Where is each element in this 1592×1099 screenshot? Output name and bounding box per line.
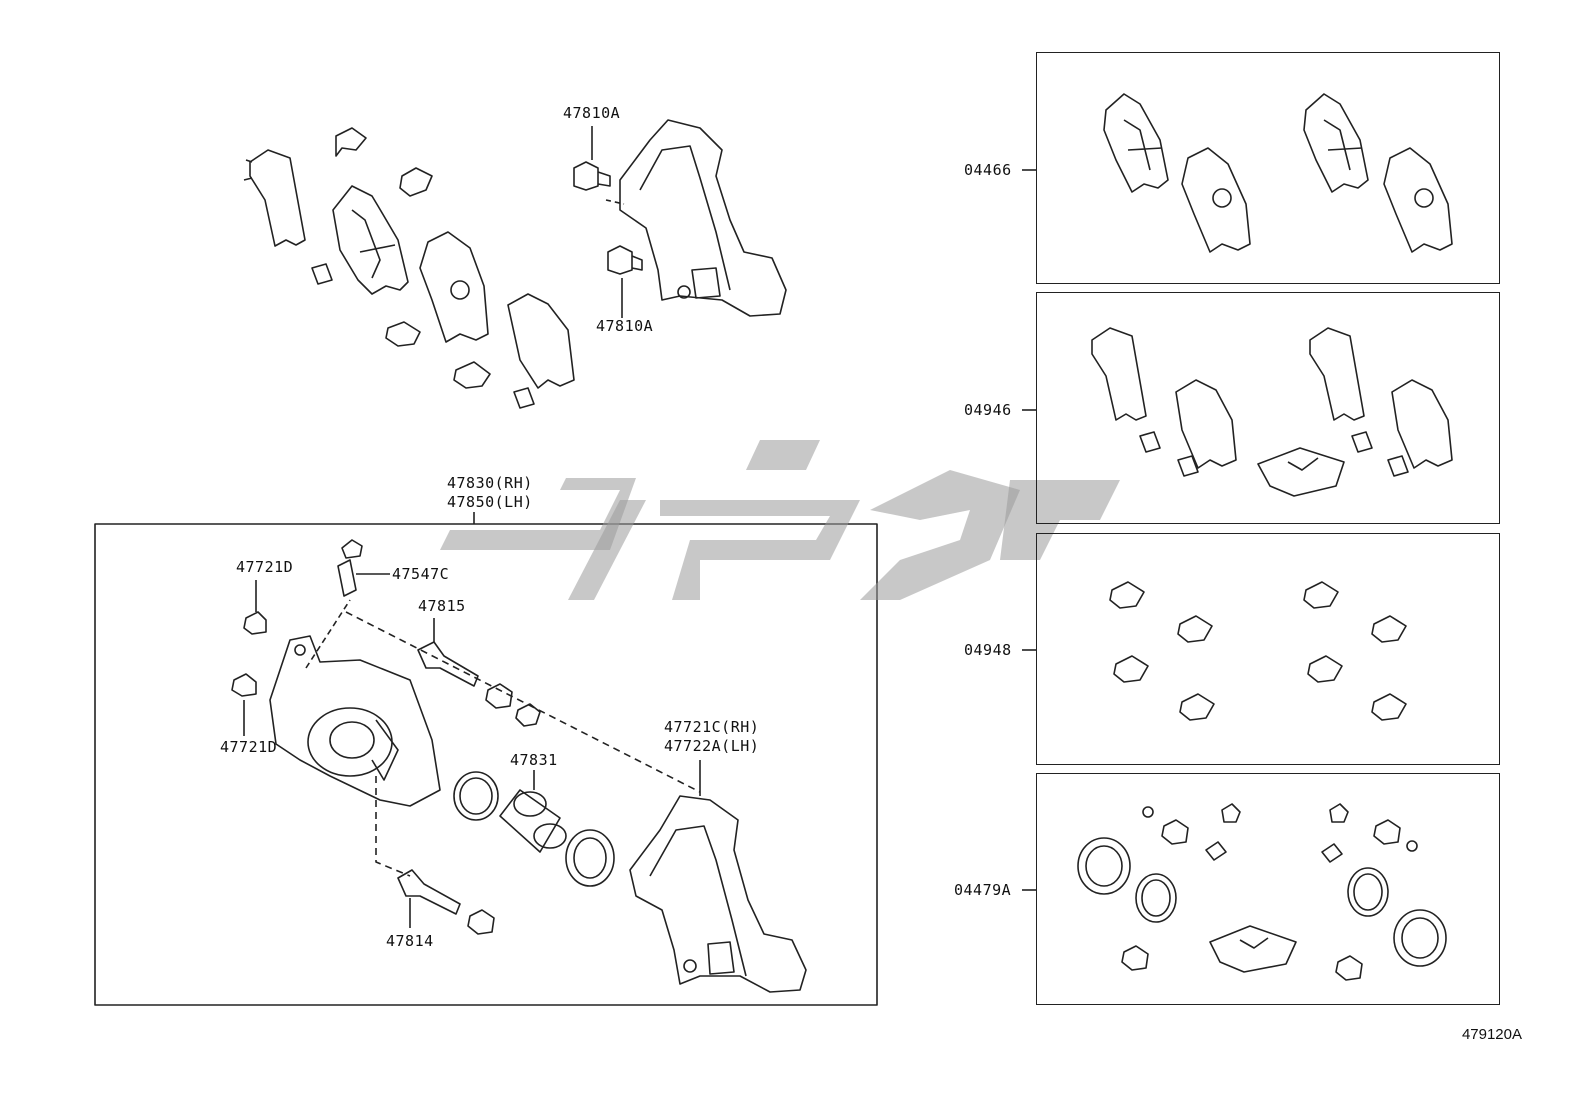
label-pin-lower: 47814 (386, 932, 434, 950)
kit-04466-contents (1103, 93, 1453, 253)
bleeder-plug (337, 539, 390, 597)
pad-spring (513, 387, 535, 409)
kit-box-04479A (1036, 773, 1500, 1005)
caliper-assembly-frame (94, 523, 878, 1006)
pin-bushing (515, 703, 541, 727)
kit-04948-contents (1109, 581, 1407, 721)
figure-number: 479120A (1461, 1026, 1522, 1043)
bleeder-cap (243, 580, 267, 635)
anti-squeal-shim (507, 293, 575, 389)
slide-pin-upper (417, 618, 479, 687)
kit-code-04948: 04948 (964, 641, 1012, 659)
pad-clip (453, 361, 491, 389)
brake-pad (332, 185, 409, 295)
slide-pin-lower (397, 869, 461, 928)
top-mounting-bracket (605, 119, 787, 317)
top-pad-group (243, 127, 575, 409)
kit-code-04946: 04946 (964, 401, 1012, 419)
pin-boot (467, 909, 495, 935)
label-caliper-lh: 47850(LH) (447, 493, 533, 511)
grease-packet (1257, 447, 1345, 497)
pad-backing-plate (419, 231, 489, 343)
label-mount-rh: 47721C(RH) (664, 718, 760, 736)
piston-boot (565, 829, 615, 887)
bleeder-cap (231, 673, 257, 736)
piston (499, 770, 567, 853)
label-bolt-top-2: 47810A (596, 317, 654, 335)
label-caliper-rh: 47830(RH) (447, 474, 533, 492)
lower-mounting-bracket (629, 760, 807, 993)
label-pin-upper: 47815 (418, 597, 466, 615)
kit-code-04466: 04466 (964, 161, 1012, 179)
label-bleeder-cap: 47721D (236, 558, 294, 576)
pad-clip (385, 321, 421, 347)
label-bleeder-cap-2: 47721D (220, 738, 278, 756)
kit-code-04479A: 04479A (954, 881, 1012, 899)
pad-clip (335, 127, 367, 157)
top-bolt (607, 245, 643, 318)
kit-04479A-contents (1077, 803, 1447, 981)
caliper-body (269, 599, 441, 807)
label-piston: 47831 (510, 751, 558, 769)
kit-04946-contents (1091, 327, 1453, 497)
label-mount-lh: 47722A(LH) (664, 737, 760, 755)
pad-spring (311, 263, 333, 285)
top-bolt (573, 126, 611, 191)
kit-box-04946 (1036, 292, 1500, 524)
piston-seal (453, 771, 499, 821)
label-bolt-top-1: 47810A (563, 104, 621, 122)
label-bleeder-plug: 47547C (392, 565, 450, 583)
pin-boot (485, 683, 513, 709)
kit-box-04466 (1036, 52, 1500, 284)
pad-clip (399, 167, 433, 197)
anti-squeal-shim (249, 149, 306, 247)
kit-box-04948 (1036, 533, 1500, 765)
